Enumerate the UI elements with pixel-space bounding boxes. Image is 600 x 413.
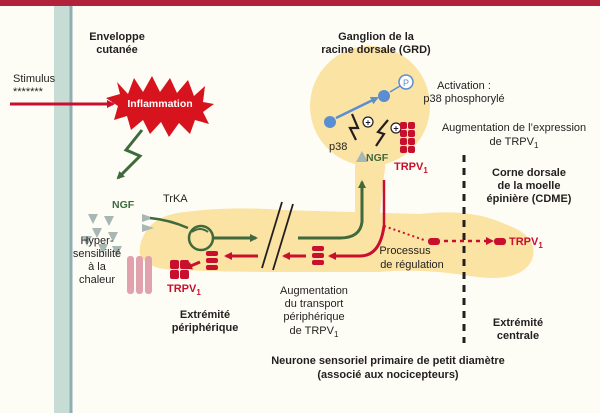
heat-channels <box>127 256 152 294</box>
phosphate-circle <box>398 74 414 90</box>
envelope-label-2: cutanée <box>96 44 138 56</box>
trpv1-membrane <box>170 260 189 279</box>
trpv1-terminal <box>206 251 218 270</box>
ganglion-label-1: Ganglion de la <box>338 31 415 43</box>
stimulus-label: Stimulus <box>13 73 56 85</box>
trpv1-axon-mid <box>312 246 324 265</box>
transport-label-3: périphérique <box>283 311 344 323</box>
stimulus-stars: ******* <box>13 86 44 98</box>
corne-label-1: Corne dorsale <box>492 167 566 179</box>
hyper-label-3: à la <box>88 261 107 273</box>
transport-label-1: Augmentation <box>280 285 348 297</box>
peripheral-transport-arrow-1 <box>328 225 386 260</box>
p38-activation-arrow <box>335 96 379 120</box>
neurone-label-2: (associé aux nocicepteurs) <box>317 369 459 381</box>
extremite-centrale-label-1: Extrémité <box>493 317 543 329</box>
zigzag-left-icon <box>348 113 360 141</box>
envelope-label-1: Enveloppe <box>89 31 145 43</box>
neuron-body <box>139 46 534 278</box>
processus-label-2: de régulation <box>380 259 444 271</box>
corne-label-3: épinière (CDME) <box>487 193 572 205</box>
inflammation-burst <box>106 76 214 137</box>
skin-layer <box>54 6 71 413</box>
hyper-label-2: sensibilité <box>73 248 121 260</box>
ngf-left-label: NGF <box>112 199 135 211</box>
trpv1-right-label: TRPV1 <box>509 236 543 250</box>
plus-label-2: + <box>393 124 398 134</box>
p38-phospho-dot <box>378 90 390 102</box>
ganglion-label-2: racine dorsale (GRD) <box>321 44 431 56</box>
extremite-periph-label-2: périphérique <box>172 322 239 334</box>
transport-label-2: du transport <box>285 298 344 310</box>
trpv1-ganglion-stack <box>400 122 415 153</box>
augmentation-expr-label-2: de TRPV1 <box>490 136 539 150</box>
axon-break <box>261 201 294 271</box>
inflammation-label: Inflammation <box>127 98 192 110</box>
p38-label: p38 <box>329 141 347 153</box>
trpv1-central-1 <box>428 238 440 245</box>
trpv1-ganglion-label: TRPV1 <box>394 161 428 175</box>
trka-label: TrKA <box>163 193 188 205</box>
transport-label-4: de TRPV1 <box>290 325 339 339</box>
augmentation-expr-label-1: Augmentation de l’expression <box>442 122 586 134</box>
hyper-label-4: chaleur <box>79 274 115 286</box>
trpv1-central-2 <box>494 238 506 245</box>
processus-label-1: Processus <box>379 245 431 257</box>
plus-circle-1 <box>362 116 374 128</box>
ngf-cluster <box>82 214 122 256</box>
ngf-ganglion-icon <box>356 151 368 162</box>
signal-arrow-2 <box>298 180 366 240</box>
trpv1-left-label: TRPV1 <box>167 283 201 297</box>
corne-label-2: de la moelle <box>498 180 561 192</box>
ngf-release-arrow <box>116 129 144 180</box>
activation-label-2: p38 phosphorylé <box>423 93 504 105</box>
trka-receptor <box>142 214 215 252</box>
phosphate-label: P <box>403 78 409 88</box>
activation-label-1: Activation : <box>437 80 491 92</box>
extremite-periph-label-1: Extrémité <box>180 309 230 321</box>
phospho-link <box>389 85 401 93</box>
hyper-label-1: Hyper- <box>80 235 113 247</box>
plus-label-1: + <box>365 118 370 128</box>
ngf-ganglion-label: NGF <box>366 152 389 164</box>
top-border <box>0 0 600 6</box>
neurone-label-1: Neurone sensoriel primaire de petit diam… <box>271 355 505 367</box>
p38-dot <box>324 116 336 128</box>
zigzag-right-icon <box>375 119 389 147</box>
regulation-dotted <box>383 225 425 241</box>
extremite-centrale-label-2: centrale <box>497 330 539 342</box>
